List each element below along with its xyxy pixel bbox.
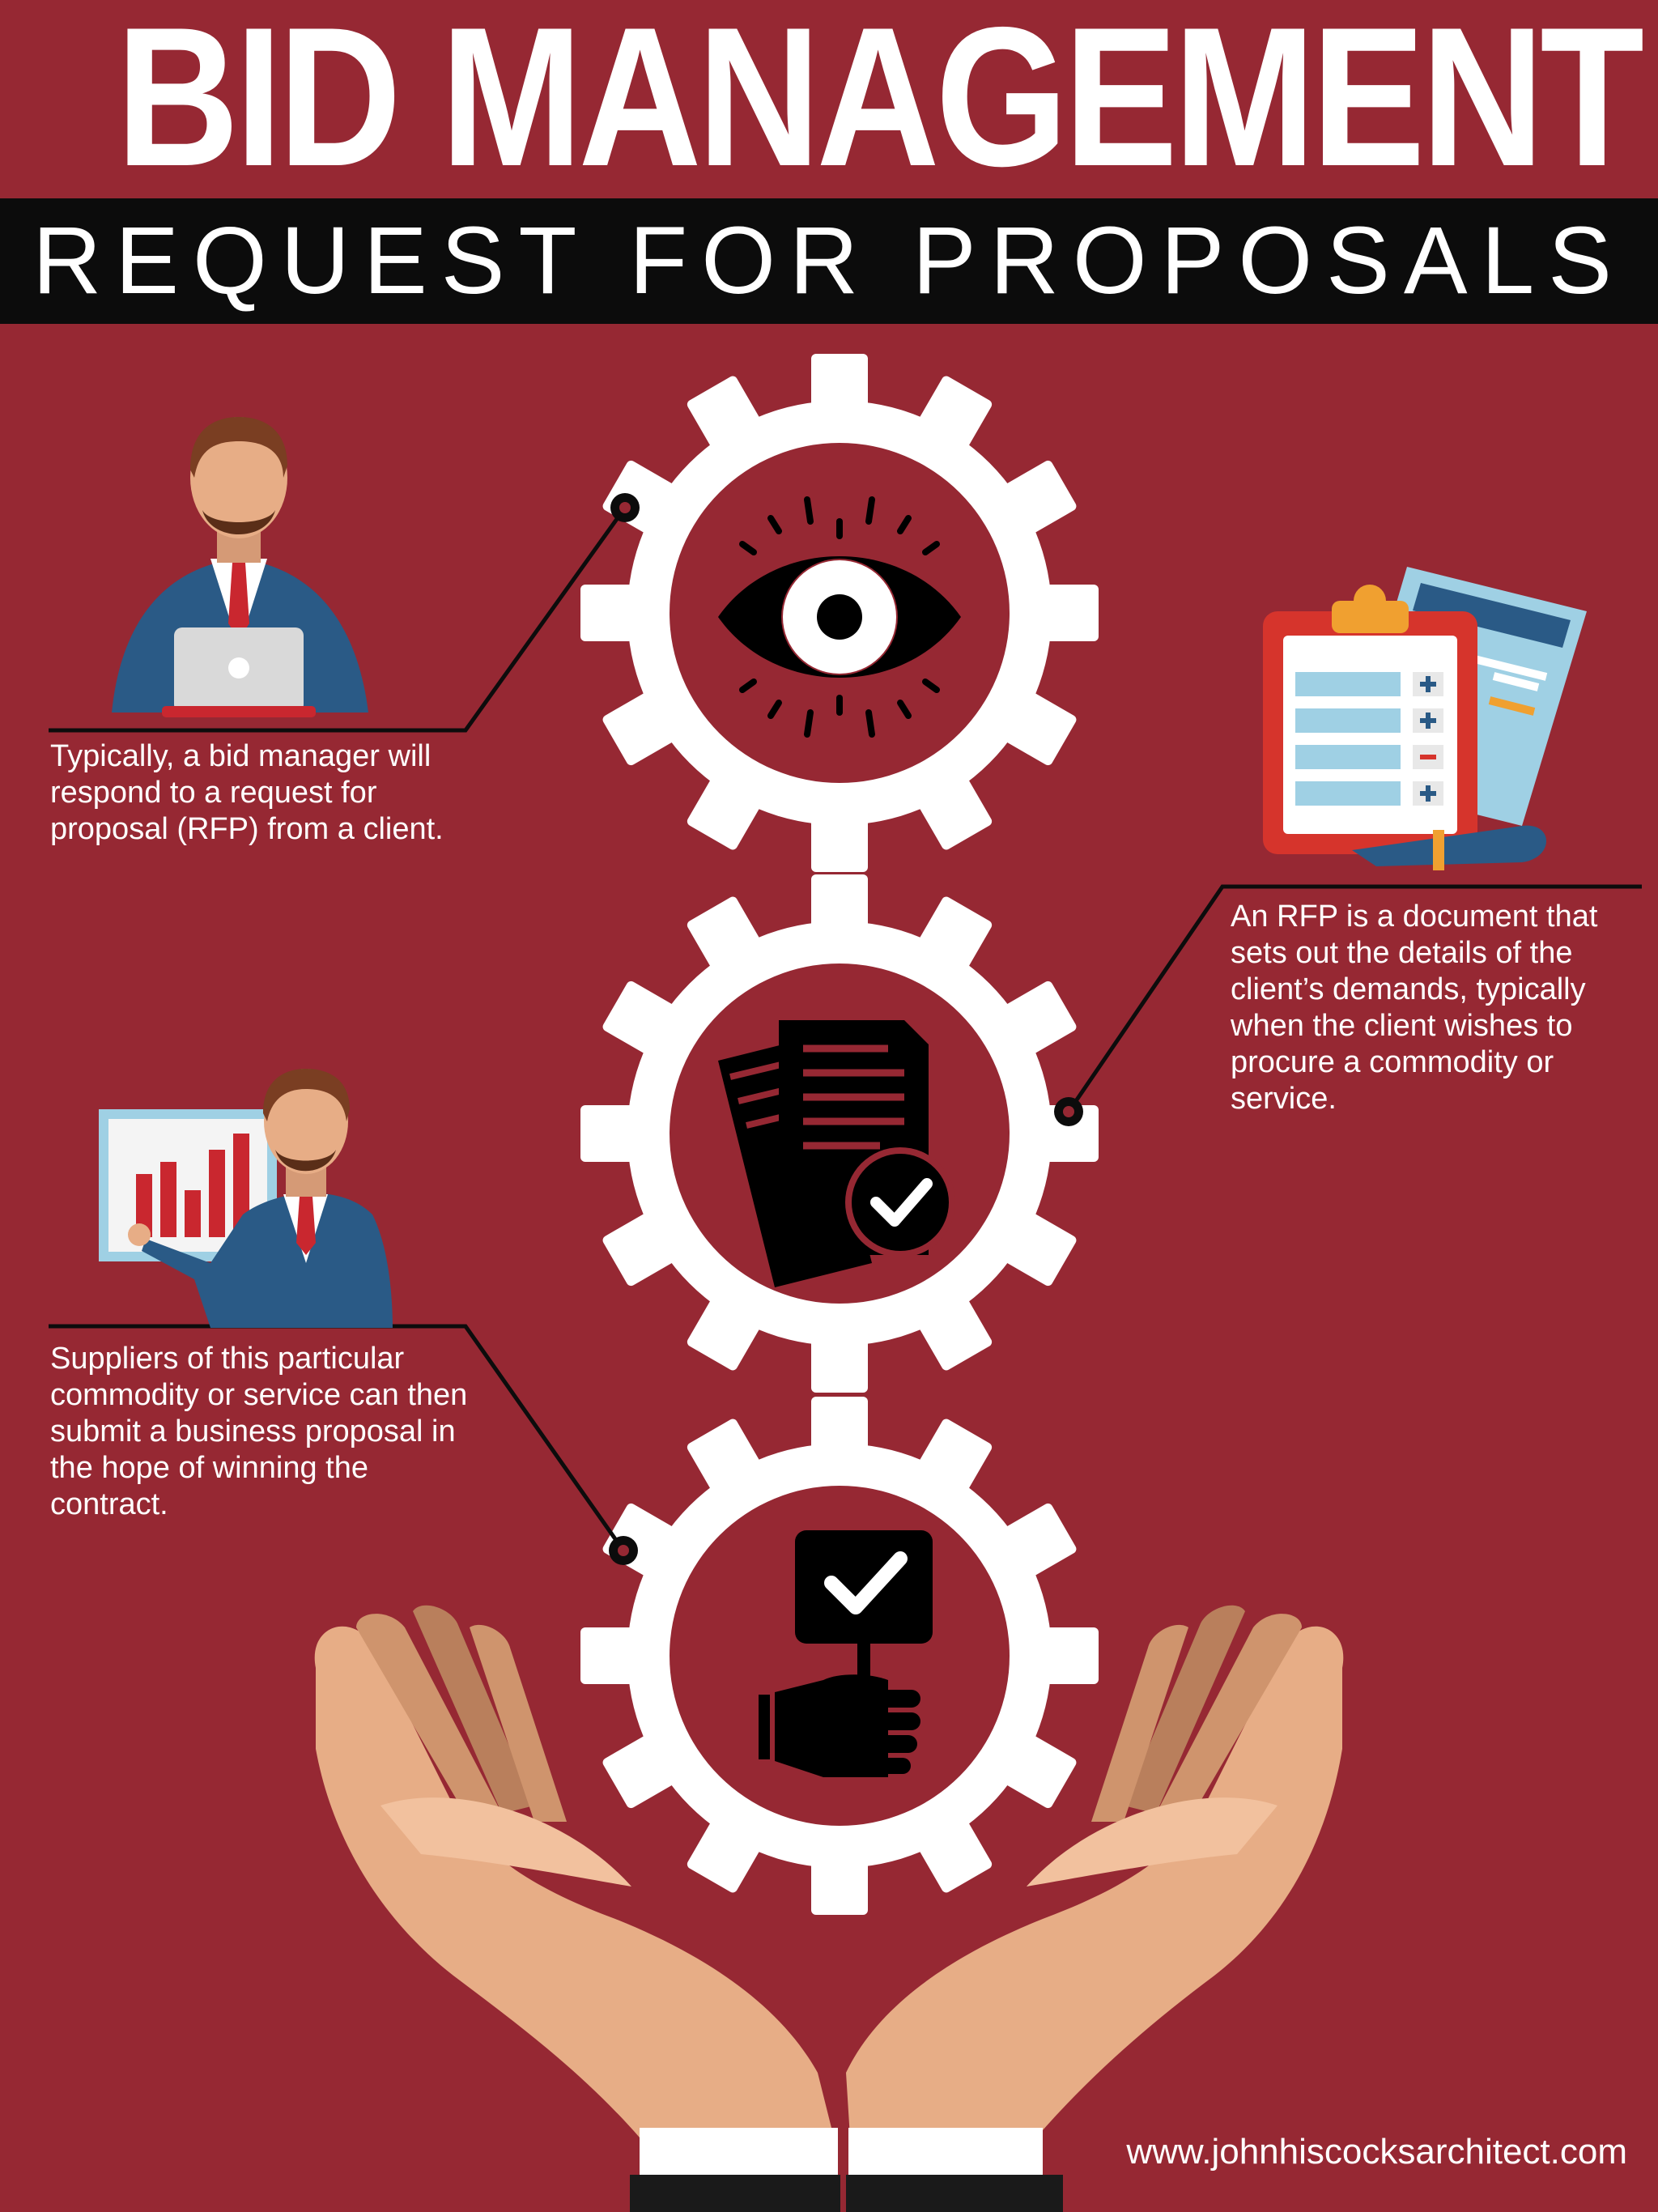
caption-step-1: Typically, a bid manager will respond to…	[50, 739, 444, 846]
open-hands-icon	[314, 1605, 1344, 2212]
website-url: www.johnhiscocksarchitect.com	[1126, 2132, 1627, 2172]
hand-check-sign-icon	[759, 1530, 933, 1777]
eye-icon	[718, 496, 961, 738]
bar-chart-icon	[99, 1069, 393, 1328]
caption-step-3: Suppliers of this particular commodity o…	[50, 1342, 468, 1521]
clipboard-icon	[1263, 567, 1587, 870]
page-subtitle: REQUEST FOR PROPOSALS	[32, 207, 1626, 314]
laptop-icon	[112, 417, 368, 717]
caption-step-2: An RFP is a document that sets out the d…	[1231, 900, 1598, 1116]
page-title: BID MANAGEMENT	[116, 0, 1644, 207]
documents-check-icon	[718, 1020, 955, 1287]
subtitle-band: REQUEST FOR PROPOSALS	[0, 198, 1658, 324]
gear-icon	[580, 1397, 1099, 1915]
